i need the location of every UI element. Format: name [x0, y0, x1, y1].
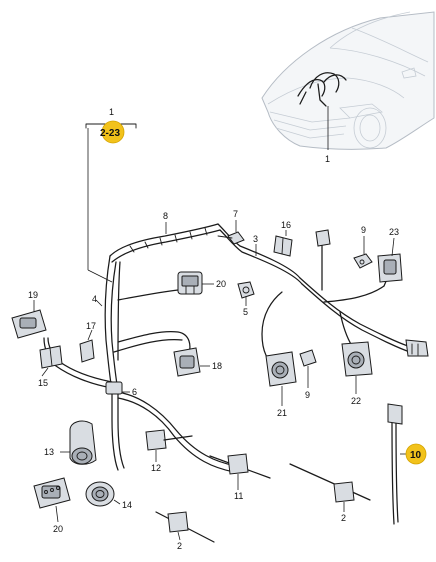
clip-12 [145, 429, 193, 451]
clip-5 [237, 281, 255, 299]
label-22: 22 [351, 396, 361, 406]
label-12: 12 [151, 463, 161, 473]
tag-17 [79, 339, 95, 363]
label-2-right: 2 [341, 513, 346, 523]
highlight-badge-10 [405, 443, 427, 465]
label-5: 5 [243, 307, 248, 317]
label-7: 7 [233, 209, 238, 219]
label-17: 17 [86, 321, 96, 331]
connector-18 [173, 347, 201, 377]
grommet-14 [85, 481, 115, 507]
clip-2-bottom [155, 511, 215, 543]
label-car-1: 1 [325, 154, 330, 164]
label-8: 8 [163, 211, 168, 221]
holder-15 [39, 345, 63, 369]
clip-6 [105, 381, 123, 395]
label-20-upper: 20 [216, 279, 226, 289]
connector-23 [377, 253, 403, 283]
connector-19 [11, 309, 47, 339]
label-9-top: 9 [361, 225, 366, 235]
connector-9-upper [315, 229, 331, 247]
cable-tie-10 [387, 403, 403, 525]
part-number-labels: 8 7 3 16 9 23 20 5 19 4 17 18 15 6 21 9 … [28, 209, 427, 551]
label-10: 10 [410, 450, 422, 461]
label-14: 14 [122, 500, 132, 510]
main-harness [43, 223, 429, 473]
label-9-middle: 9 [305, 390, 310, 400]
label-16: 16 [281, 220, 291, 230]
label-11: 11 [234, 491, 243, 501]
connector-20-upper [177, 271, 203, 295]
callout-highlight-badge [101, 120, 125, 144]
connector-22 [341, 341, 373, 377]
label-13: 13 [44, 447, 54, 457]
label-19: 19 [28, 290, 38, 300]
grommet-13 [69, 420, 97, 465]
connector-9-middle [299, 349, 317, 367]
label-4: 4 [92, 294, 97, 304]
label-23: 23 [389, 227, 399, 237]
connector-21 [265, 351, 297, 387]
label-callout-ref: 2-23 [100, 128, 120, 139]
label-15: 15 [38, 378, 48, 388]
clip-2-right [289, 463, 371, 503]
connector-9-right [353, 253, 373, 269]
label-6: 6 [132, 387, 137, 397]
car-illustration: 1 [261, 11, 435, 164]
callout-group: 1 2-23 [85, 107, 137, 283]
label-callout-top: 1 [109, 107, 114, 117]
leader-lines [33, 220, 408, 541]
label-2-bottom: 2 [177, 541, 182, 551]
label-21: 21 [277, 408, 287, 418]
label-3: 3 [253, 234, 258, 244]
label-18: 18 [212, 361, 222, 371]
label-20-lower: 20 [53, 524, 63, 534]
clip-11 [209, 453, 271, 479]
connector-20-lower [33, 477, 71, 509]
